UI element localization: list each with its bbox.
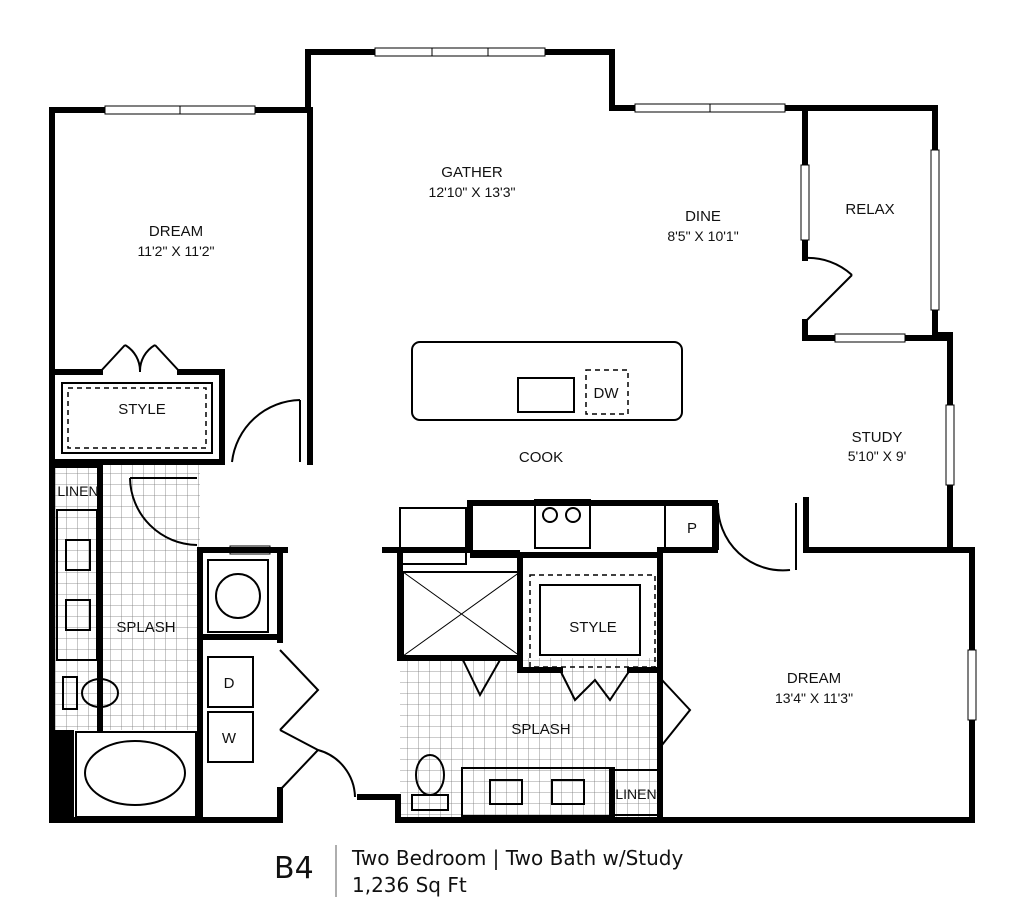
room-dream-name: DREAM xyxy=(787,670,841,687)
room-splash-name: SPLASH xyxy=(511,721,570,738)
room-style-name: STYLE xyxy=(118,401,166,418)
room-style-name: STYLE xyxy=(569,619,617,636)
room-labels: DREAM 11'2" X 11'2" GATHER 12'10" X 13'3… xyxy=(57,164,906,802)
linen-closet-label: LINEN xyxy=(57,483,98,499)
plan-footer: B4 Two Bedroom | Two Bath w/Study 1,236 … xyxy=(274,845,683,897)
pantry-label: P xyxy=(687,520,697,537)
fixtures xyxy=(56,341,716,818)
sink-icon xyxy=(517,377,575,413)
unit-code: B4 xyxy=(274,851,314,886)
room-cook-name: COOK xyxy=(519,449,563,466)
water-heater xyxy=(207,559,269,633)
room-gather-size: 12'10" X 13'3" xyxy=(429,184,516,200)
room-dream-size: 13'4" X 11'3" xyxy=(775,690,853,706)
room-dine-name: DINE xyxy=(685,208,721,225)
room-relax-name: RELAX xyxy=(845,201,894,218)
room-dream-size: 11'2" X 11'2" xyxy=(137,243,214,259)
dishwasher-label: DW xyxy=(594,385,620,402)
room-study-name: STUDY xyxy=(852,429,903,446)
shower-icon xyxy=(402,571,521,657)
dryer-icon xyxy=(207,656,254,708)
vanity xyxy=(56,509,98,661)
room-gather-name: GATHER xyxy=(441,164,503,181)
doors xyxy=(99,256,853,798)
dryer-label: D xyxy=(224,675,235,692)
windows xyxy=(104,47,977,721)
bath-tile-floor xyxy=(400,658,662,818)
stove-icon xyxy=(534,499,591,549)
unit-area: 1,236 Sq Ft xyxy=(352,873,467,897)
kitchen-island xyxy=(411,341,683,421)
washer-label: W xyxy=(222,730,237,747)
room-study-size: 5'10" X 9' xyxy=(848,448,907,464)
washer-icon xyxy=(207,711,254,763)
linen-closet-label: LINEN xyxy=(615,786,656,802)
room-dine-size: 8'5" X 10'1" xyxy=(667,228,738,244)
fridge-icon xyxy=(399,507,467,565)
room-dream-name: DREAM xyxy=(149,223,203,240)
toilet-icon xyxy=(81,678,119,708)
vanity xyxy=(461,767,611,817)
room-splash-name: SPLASH xyxy=(116,619,175,636)
unit-description: Two Bedroom | Two Bath w/Study xyxy=(351,846,683,870)
bathtub xyxy=(75,731,197,818)
